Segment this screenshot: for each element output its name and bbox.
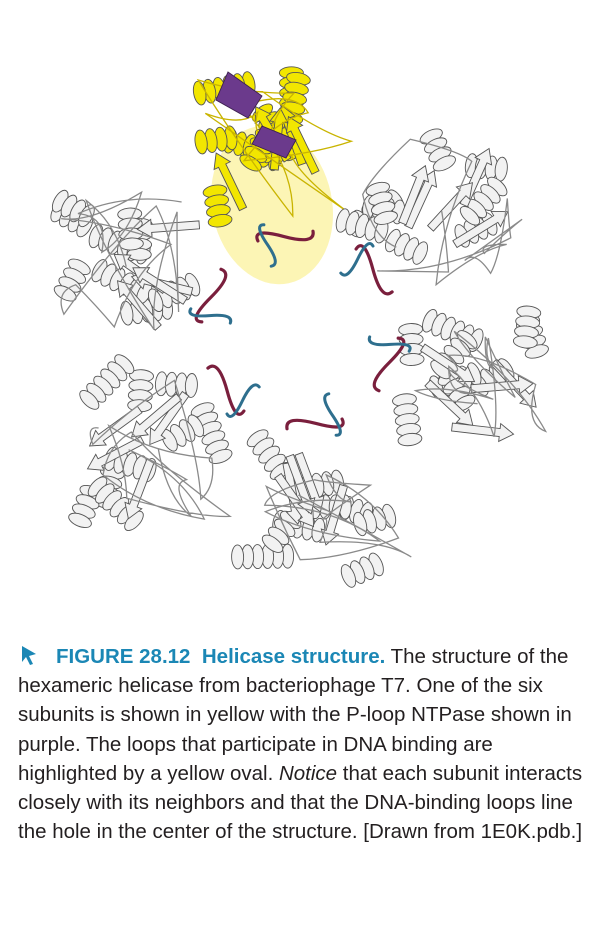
helix-ribbon — [340, 552, 384, 588]
helix-ribbon — [190, 402, 233, 464]
helix-ribbon — [79, 354, 135, 410]
dna-binding-loop — [323, 392, 342, 437]
coil-loop — [263, 473, 412, 561]
dna-binding-loop — [255, 229, 315, 243]
p-loop-ntpase — [251, 125, 297, 159]
caption-emphasis: Notice — [278, 761, 338, 785]
helix-ribbon — [87, 476, 144, 532]
helix-ribbon — [127, 369, 154, 413]
beta-strand — [285, 115, 320, 175]
helix-ribbon — [459, 176, 508, 226]
figure-label: FIGURE 28.12 — [56, 645, 191, 668]
helicase-structure-figure — [50, 66, 549, 588]
helix-ribbon — [117, 207, 144, 251]
figure-caption: FIGURE 28.12 Helicase structure. The str… — [18, 642, 588, 846]
beta-strand — [124, 458, 155, 520]
beta-strand — [419, 343, 476, 383]
white-subunit — [392, 305, 549, 447]
dna-binding-loop — [258, 223, 277, 268]
helix-ribbon — [202, 184, 233, 228]
helix-ribbon — [392, 393, 423, 447]
dna-binding-loop — [372, 336, 406, 393]
white-subunit — [50, 189, 201, 331]
figure-title: Helicase structure. — [201, 645, 386, 668]
helix-ribbon — [161, 414, 205, 452]
helix-ribbon — [231, 543, 295, 570]
coil-loop — [60, 190, 182, 330]
white-subunit — [231, 429, 412, 588]
dna-binding-loop — [285, 417, 345, 431]
dna-binding-loop — [206, 364, 246, 416]
coil-loop — [362, 138, 523, 287]
dna-binding-oval — [210, 125, 334, 285]
beta-strand — [130, 393, 183, 438]
helix-ribbon — [398, 323, 425, 366]
dna-binding-loop — [188, 307, 233, 325]
dna-binding-loop — [354, 244, 394, 296]
beta-strand — [136, 218, 201, 239]
dna-binding-loop — [339, 242, 375, 277]
dna-binding-loop — [194, 267, 228, 324]
white-subunit — [68, 354, 233, 532]
beta-strand — [470, 374, 534, 395]
beta-strand — [294, 451, 325, 513]
helix-ribbon — [512, 305, 542, 349]
coil-loop — [196, 76, 354, 218]
helix-ribbon — [385, 228, 429, 265]
cursor-arrow-icon — [18, 644, 40, 666]
helix-ribbon — [53, 258, 91, 302]
helix-ribbon — [194, 125, 238, 155]
coil-loop — [89, 379, 233, 520]
coil-loop — [413, 330, 548, 438]
dna-binding-loop — [225, 383, 261, 418]
p-loop-ntpase — [215, 71, 263, 119]
beta-strand — [451, 422, 515, 443]
caption-text-part2: that each subunit interacts closely with… — [18, 761, 583, 844]
hexameric-helicase-ribbon-diagram — [50, 66, 549, 588]
beta-strand — [86, 435, 145, 471]
caption-text-part1: The structure of the hexameric helicase … — [18, 645, 572, 785]
beta-strand — [132, 267, 189, 305]
beta-strand — [404, 169, 438, 230]
helix-ribbon — [365, 181, 398, 225]
beta-strand — [424, 379, 474, 427]
beta-strand — [398, 164, 430, 226]
yellow-subunit — [192, 66, 354, 228]
white-subunit — [335, 128, 523, 287]
dna-binding-loop — [367, 335, 412, 353]
beta-strand — [213, 152, 248, 212]
